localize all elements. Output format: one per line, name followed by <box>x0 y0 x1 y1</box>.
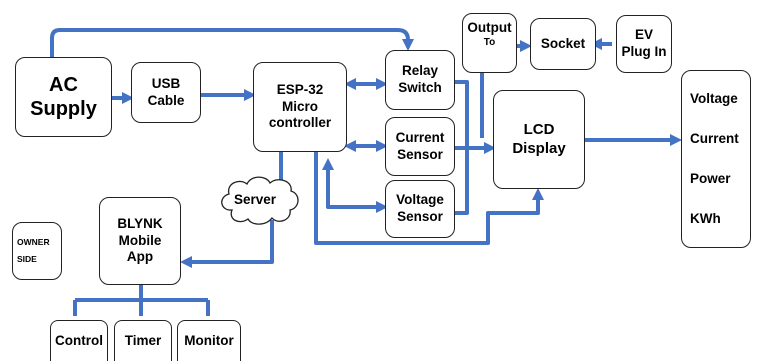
usb-cable-line2: Cable <box>147 92 185 108</box>
control-label: Control <box>55 332 103 348</box>
ev-plug-in-box: EV Plug In <box>616 15 672 73</box>
esp32-line1: ESP-32 <box>276 81 324 97</box>
ev-plug-in-line2: Plug In <box>621 44 667 59</box>
esp32-to-voltage-connector <box>322 158 388 213</box>
owner-side-line1: OWNER <box>17 237 50 248</box>
timer-label: Timer <box>124 332 162 348</box>
blynk-app-line2: Mobile <box>118 232 162 248</box>
blynk-to-buttons-connector <box>73 285 210 316</box>
usb-cable-box: USB Cable <box>131 62 201 123</box>
relay-switch-box: Relay Switch <box>385 50 455 110</box>
esp32-to-lcd-connector <box>314 150 544 245</box>
owner-side-line2: SIDE <box>17 254 37 264</box>
current-sensor-box: Current Sensor <box>385 117 455 176</box>
owner-side-box: OWNER SIDE <box>12 222 62 280</box>
blynk-app-line3: App <box>126 249 154 265</box>
ac-supply-line2: Supply <box>30 98 97 120</box>
output-to-line2: To <box>483 36 496 48</box>
voltage-sensor-line2: Sensor <box>397 209 443 224</box>
usb-cable-line1: USB <box>151 75 181 91</box>
lcd-display-line2: Display <box>512 139 566 157</box>
timer-box: Timer <box>114 320 172 361</box>
relay-switch-line1: Relay <box>401 63 439 79</box>
display-values-box: Voltage Current Power KWh <box>681 70 751 248</box>
display-value-power: Power <box>690 171 731 187</box>
server-cloud <box>221 176 299 225</box>
display-value-kwh: KWh <box>690 211 721 227</box>
voltage-sensor-box: Voltage Sensor <box>385 180 455 238</box>
relay-switch-line2: Switch <box>398 80 442 95</box>
server-to-blynk-connector <box>180 220 274 268</box>
control-box: Control <box>50 320 108 361</box>
output-to-box: Output To <box>462 13 517 73</box>
blynk-app-box: BLYNK Mobile App <box>99 197 181 285</box>
blynk-app-line1: BLYNK <box>117 215 163 231</box>
monitor-box: Monitor <box>177 320 241 361</box>
socket-box: Socket <box>530 18 596 70</box>
ac-supply-line1: AC <box>49 74 78 96</box>
server-label: Server <box>233 192 277 207</box>
ev-plug-in-line1: EV <box>634 27 653 43</box>
ac-supply-box: AC Supply <box>15 57 112 137</box>
esp32-box: ESP-32 Micro controller <box>253 62 347 152</box>
current-sensor-line2: Sensor <box>397 146 443 162</box>
current-sensor-line1: Current <box>395 129 445 145</box>
lcd-display-line1: LCD <box>523 120 555 138</box>
socket-label: Socket <box>540 35 586 51</box>
ac-to-relay-connector <box>50 28 414 62</box>
voltage-sensor-line1: Voltage <box>396 192 444 208</box>
esp32-line3: controller <box>268 115 332 131</box>
esp32-line2: Micro <box>281 98 318 114</box>
output-to-line1: Output <box>467 20 512 35</box>
monitor-label: Monitor <box>184 332 234 348</box>
display-value-current: Current <box>690 131 739 147</box>
display-value-voltage: Voltage <box>690 91 738 107</box>
lcd-display-box: LCD Display <box>493 90 585 189</box>
